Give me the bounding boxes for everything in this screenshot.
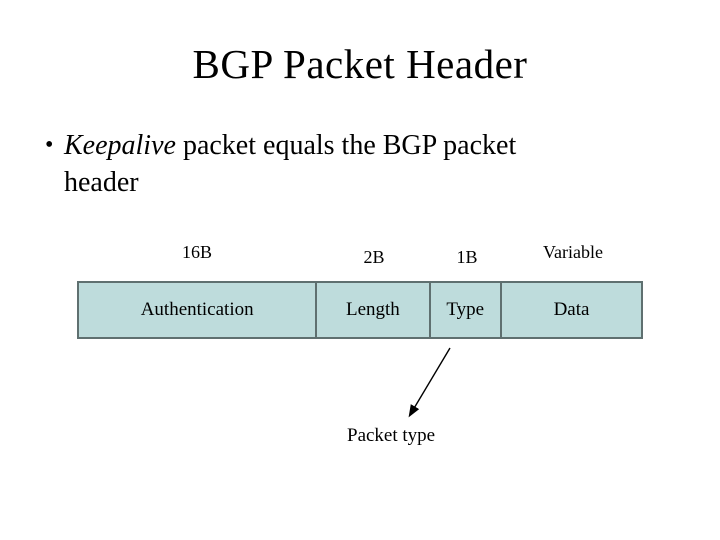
field-cell-data: Data — [502, 283, 641, 337]
size-label-data: Variable — [543, 242, 603, 262]
packet-type-arrow-icon — [408, 347, 451, 418]
slide-title: BGP Packet Header — [192, 41, 528, 87]
packet-header-table: Authentication Length Type Data — [77, 281, 643, 339]
bullet-text: Keepalive packet equals the BGP packet he… — [64, 127, 516, 201]
size-label-authentication: 16B — [181, 242, 212, 262]
bullet-item: • Keepalive packet equals the BGP packet… — [45, 127, 565, 201]
bullet-marker: • — [45, 132, 54, 158]
size-label-length: 2B — [363, 247, 385, 267]
bullet-keyword: Keepalive — [64, 130, 176, 161]
size-label-type: 1B — [456, 247, 478, 267]
field-cell-authentication: Authentication — [79, 283, 318, 337]
packet-type-label: Packet type — [347, 425, 436, 446]
bullet-line1-rest: packet equals the BGP packet — [175, 130, 517, 161]
field-cell-length: Length — [317, 283, 431, 337]
field-cell-type: Type — [430, 283, 502, 337]
size-labels-row: 16B 2B 1B Variable — [77, 242, 643, 267]
bullet-line2: header — [64, 167, 139, 198]
